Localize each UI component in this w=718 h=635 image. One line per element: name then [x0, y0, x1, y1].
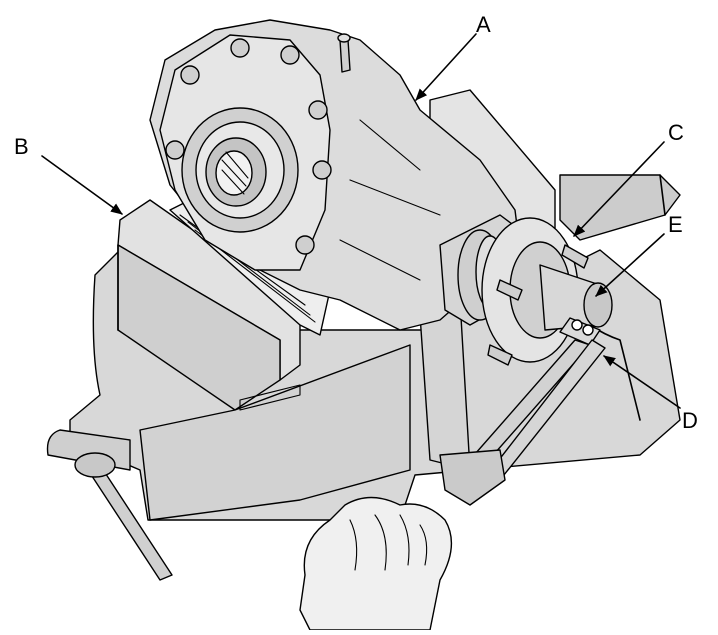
- leader-c: [573, 141, 665, 237]
- label-b: B: [14, 134, 29, 159]
- flange-holder-tool: [439, 317, 606, 506]
- label-a: A: [476, 12, 491, 37]
- hand: [299, 496, 453, 631]
- leader-a: [415, 33, 477, 101]
- companion-flange: [481, 217, 613, 366]
- leader-e: [595, 233, 665, 297]
- callout-leaders: [41, 33, 681, 409]
- label-c: C: [668, 120, 684, 145]
- leader-b: [41, 155, 123, 215]
- leader-d: [603, 355, 681, 409]
- flange-studs: [487, 244, 589, 366]
- label-e: E: [668, 212, 683, 237]
- label-d: D: [682, 408, 698, 433]
